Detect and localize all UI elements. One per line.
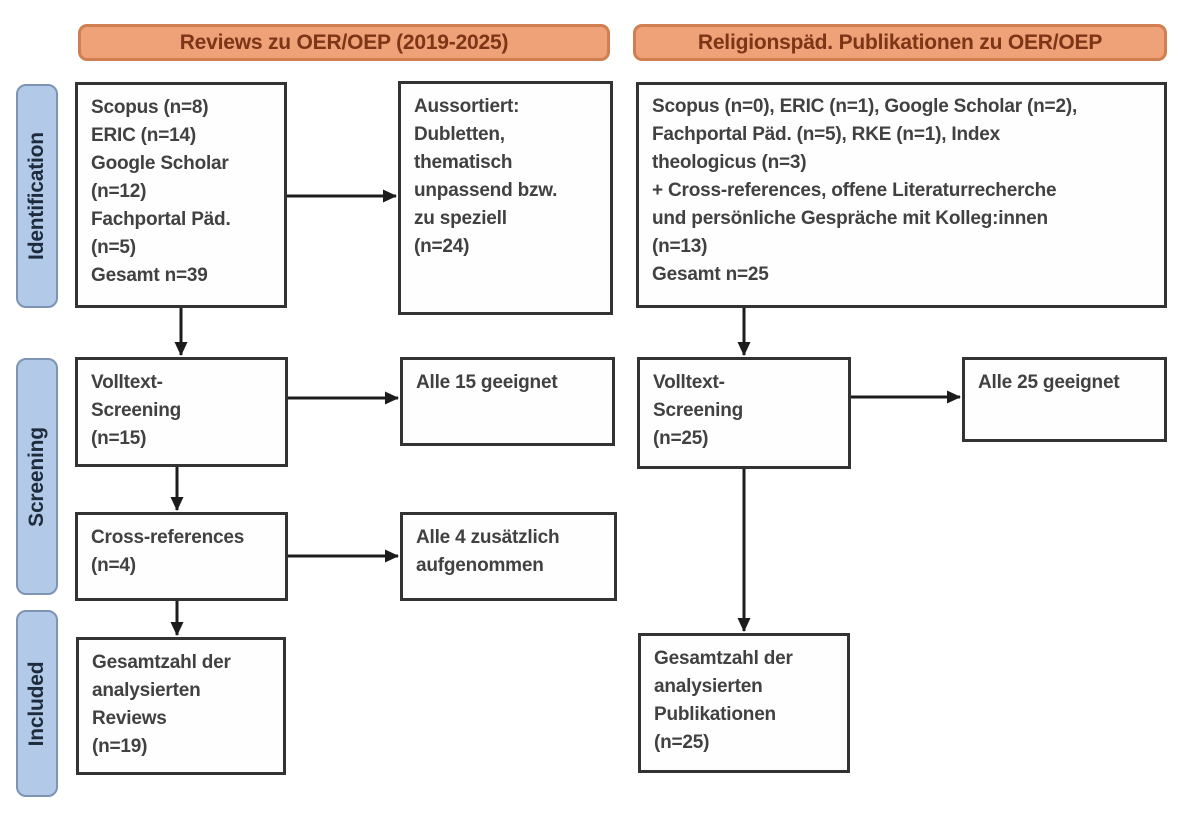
box-result-cross-references: Alle 4 zusätzlich aufgenommen — [400, 512, 617, 601]
box-fulltext-screening-reviews: Volltext- Screening (n=15) — [75, 357, 288, 467]
header-reviews: Reviews zu OER/OEP (2019-2025) — [78, 24, 610, 61]
box-result-fulltext-reviews: Alle 15 geeignet — [400, 357, 615, 446]
box-included-publikationen: Gesamtzahl der analysierten Publikatione… — [638, 633, 850, 773]
stage-label-identification: Identification — [25, 132, 48, 260]
box-included-reviews: Gesamtzahl der analysierten Reviews (n=1… — [76, 637, 286, 775]
stage-included: Included — [16, 610, 58, 797]
stage-label-screening: Screening — [25, 426, 48, 527]
header-religionspaed-publikationen: Religionspäd. Publikationen zu OER/OEP — [633, 24, 1167, 61]
stage-screening: Screening — [16, 358, 58, 595]
stage-label-included: Included — [25, 661, 48, 746]
box-sources-publikationen: Scopus (n=0), ERIC (n=1), Google Scholar… — [636, 82, 1167, 308]
box-fulltext-screening-publikationen: Volltext- Screening (n=25) — [637, 357, 851, 469]
box-cross-references: Cross-references (n=4) — [75, 512, 288, 601]
box-excluded-reviews: Aussortiert: Dubletten, thematisch unpas… — [398, 81, 613, 315]
box-sources-reviews: Scopus (n=8) ERIC (n=14) Google Scholar … — [75, 82, 287, 308]
box-result-fulltext-publikationen: Alle 25 geeignet — [962, 357, 1167, 442]
stage-identification: Identification — [16, 84, 58, 308]
